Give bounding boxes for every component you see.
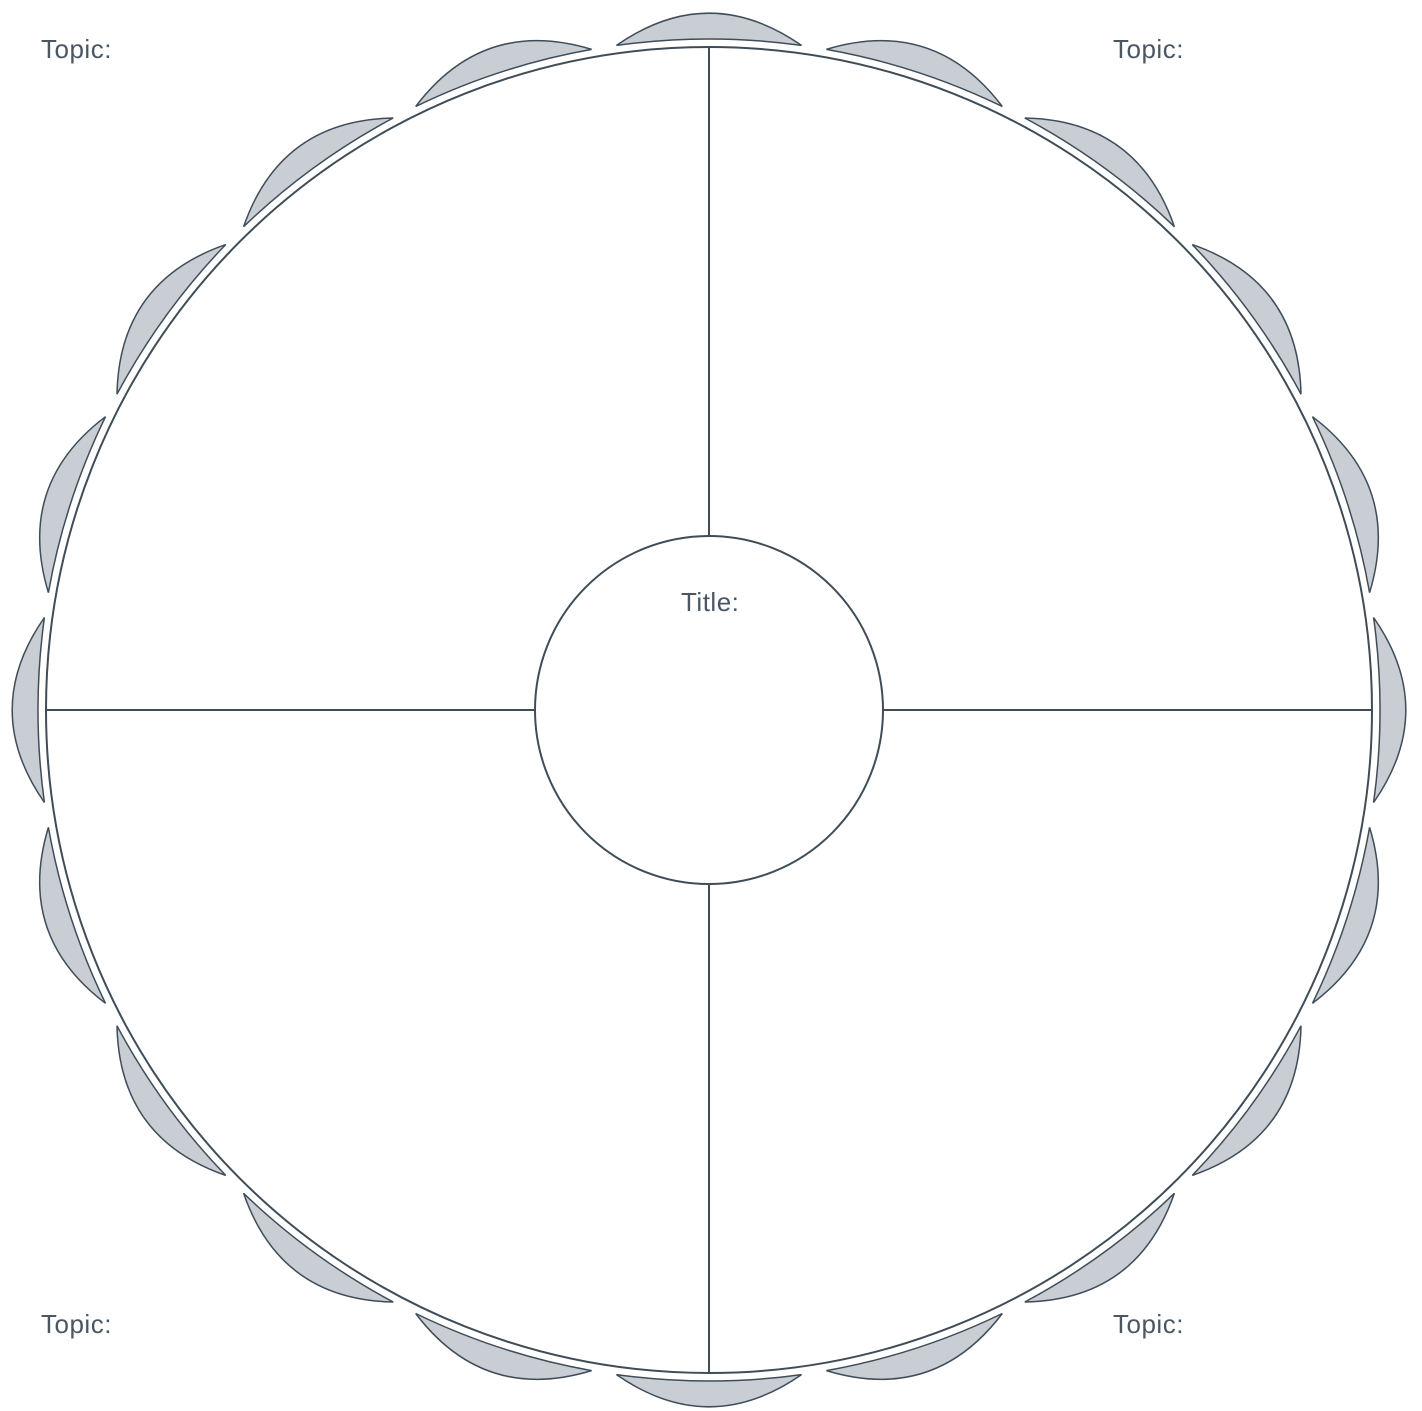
scallop-petal xyxy=(1313,417,1379,593)
scallop-petal xyxy=(1192,245,1301,395)
scallop-petal xyxy=(1313,827,1379,1003)
scallop-petal xyxy=(1025,1193,1175,1302)
topic-label-bottom-right: Topic: xyxy=(1113,1309,1184,1339)
scallop-petal xyxy=(826,1314,1002,1380)
scallop-petal xyxy=(117,1026,226,1176)
scallop-petal xyxy=(1025,118,1175,227)
center-title-label: Title: xyxy=(681,587,739,617)
scallop-petal xyxy=(617,13,802,45)
scallop-petal xyxy=(244,1193,394,1302)
scallop-petal xyxy=(826,41,1002,107)
scallop-petal xyxy=(416,1314,592,1380)
scallop-petal xyxy=(244,118,394,227)
scallop-petal xyxy=(1192,1026,1301,1176)
scallop-petal xyxy=(1374,618,1406,803)
scallop-petal xyxy=(117,245,226,395)
scallop-petal xyxy=(40,417,106,593)
scallop-petal xyxy=(40,827,106,1003)
scallop-petal xyxy=(12,618,44,803)
topic-label-bottom-left: Topic: xyxy=(41,1309,112,1339)
scallop-petal xyxy=(617,1375,802,1407)
scallop-petal xyxy=(416,41,592,107)
topic-label-top-right: Topic: xyxy=(1113,34,1184,64)
topic-label-top-left: Topic: xyxy=(41,34,112,64)
